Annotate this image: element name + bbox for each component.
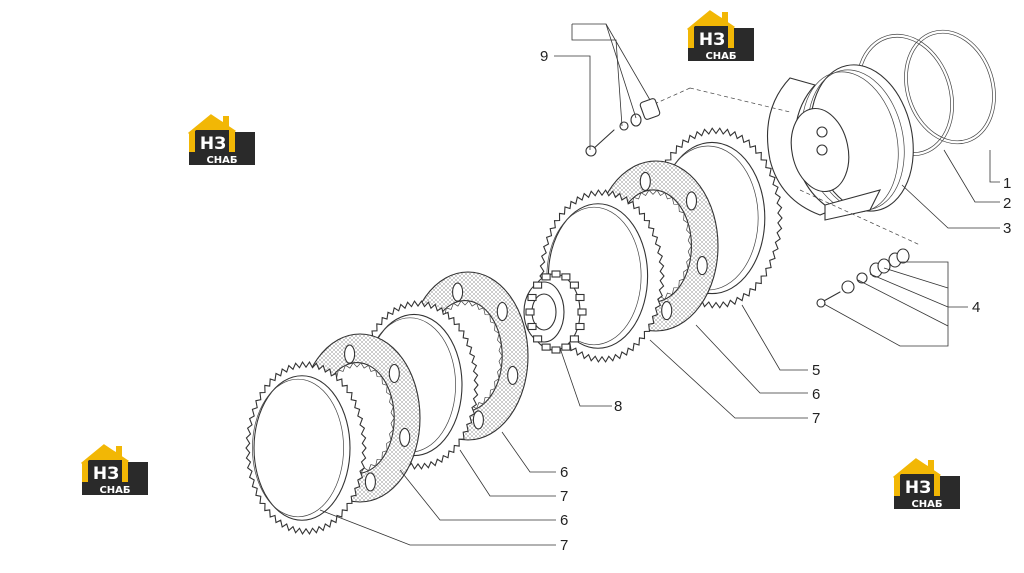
- logo-top-text: НЗ: [699, 30, 725, 50]
- callout-5: 5: [812, 362, 820, 379]
- callout-3: 3: [1003, 220, 1011, 237]
- bolt-upper: [585, 98, 661, 157]
- splined-hub: [523, 270, 587, 354]
- logo-top: НЗ СНАБ: [686, 10, 756, 63]
- logo-bottom-right-subtext: СНАБ: [911, 499, 942, 510]
- logo-bottom-right-text: НЗ: [905, 478, 931, 498]
- callout-2: 2: [1003, 195, 1011, 212]
- callout-4: 4: [972, 299, 980, 316]
- callout-8: 8: [614, 398, 622, 415]
- logo-bottom-left-subtext: СНАБ: [99, 485, 130, 496]
- logo-left-text: НЗ: [200, 134, 226, 154]
- callout-7-bottom-b: 7: [560, 537, 568, 554]
- leader-lines: [319, 23, 1000, 546]
- spring-assembly: [816, 248, 910, 308]
- callout-9: 9: [540, 48, 548, 65]
- callout-6-bottom-a: 6: [560, 464, 568, 481]
- callout-1: 1: [1003, 175, 1011, 192]
- logo-bottom-right: НЗ СНАБ: [892, 458, 962, 511]
- logo-bottom-left-text: НЗ: [93, 464, 119, 484]
- callout-6-right: 6: [812, 386, 820, 403]
- clutch-discs: [245, 127, 783, 535]
- callout-6-bottom-b: 6: [560, 512, 568, 529]
- callout-labels: 1 2 3 4 5 6 7 8 9 6 7 6 7: [540, 48, 1011, 554]
- steel-plate-7-bottom-b: [245, 361, 367, 535]
- callout-7-bottom-a: 7: [560, 488, 568, 505]
- logo-left-subtext: СНАБ: [206, 155, 237, 166]
- callout-7-right: 7: [812, 410, 820, 427]
- logo-bottom-left: НЗ СНАБ: [80, 444, 150, 497]
- piston-housing: [767, 64, 914, 221]
- o-ring-outer: [904, 29, 996, 145]
- logo-left: НЗ СНАБ: [187, 114, 257, 167]
- logo-top-subtext: СНАБ: [705, 51, 736, 62]
